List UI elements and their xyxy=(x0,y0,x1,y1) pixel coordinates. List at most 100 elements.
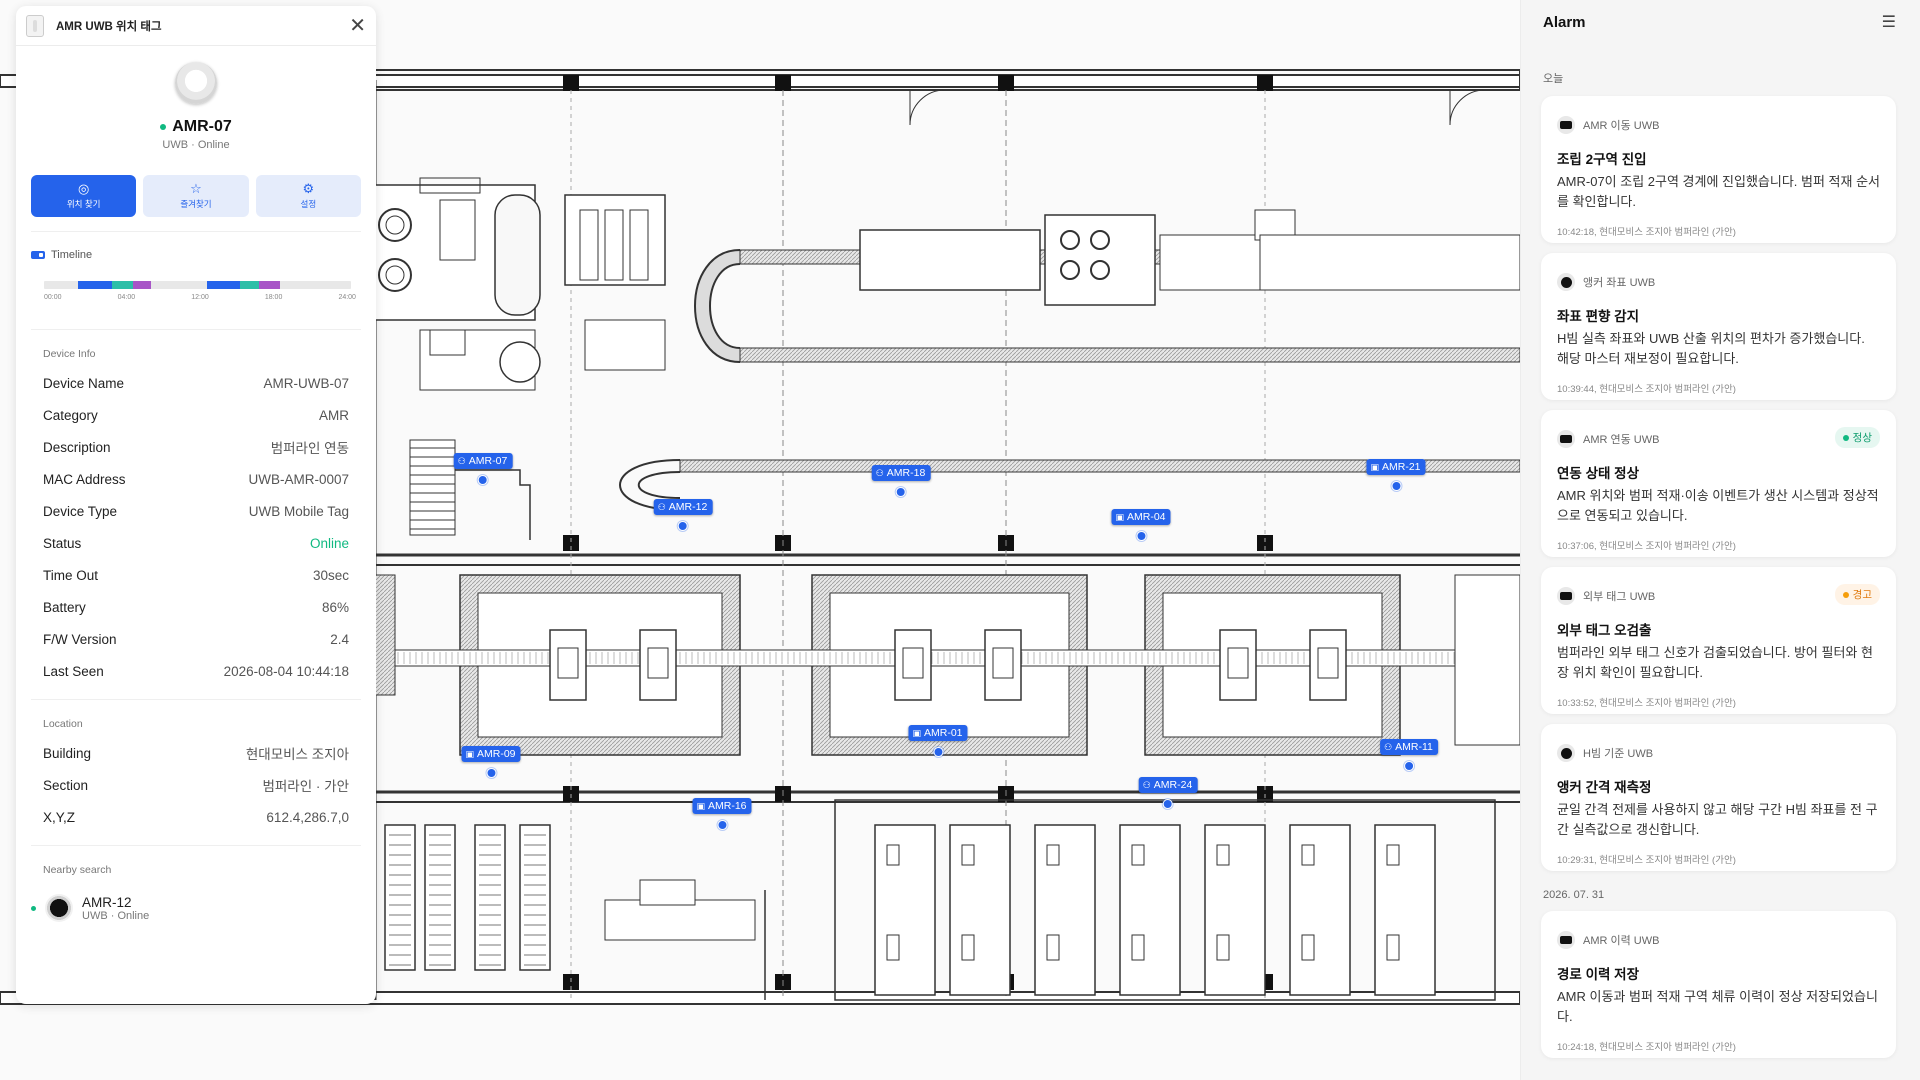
h-beam-column xyxy=(1257,75,1273,91)
tank xyxy=(494,194,541,316)
alarm-card[interactable]: AMR 연동 UWB 정상 연동 상태 정상 AMR 위치와 범퍼 적재·이송 … xyxy=(1541,410,1896,557)
list-menu-icon[interactable]: ☰ xyxy=(1881,14,1896,31)
status-badge: 경고 xyxy=(1834,584,1880,605)
fan-icon xyxy=(1060,230,1080,250)
info-value: AMR xyxy=(319,407,349,423)
alarm-card[interactable]: 앵커 좌표 UWB 좌표 편향 감지 H빔 실측 좌표와 UWB 산출 위치의 … xyxy=(1541,253,1896,400)
map-marker-dot xyxy=(717,820,727,830)
h-beam-column xyxy=(563,75,579,91)
booth-fixture xyxy=(1046,934,1060,961)
alarm-card[interactable]: AMR 이동 UWB 조립 2구역 진입 AMR-07이 조립 2구역 경계에 … xyxy=(1541,96,1896,243)
map-marker-label: ⚇ AMR-18 xyxy=(871,465,931,481)
rack xyxy=(519,824,551,971)
booth-fixture xyxy=(1216,934,1230,961)
timeline-segment xyxy=(133,281,152,289)
alarm-source-label: 앵커 좌표 UWB xyxy=(1583,277,1656,289)
map-marker-dot xyxy=(1391,481,1401,491)
booth-fixture xyxy=(1386,844,1400,866)
info-key: Category xyxy=(43,407,98,423)
map-marker[interactable]: ⚇ AMR-18 xyxy=(871,463,931,497)
map-marker-text: AMR-07 xyxy=(468,455,508,467)
alarm-title: Alarm xyxy=(1543,13,1586,31)
map-marker[interactable]: ▣ AMR-16 xyxy=(692,796,752,830)
timeline-ticks: 00:00 04:00 12:00 18:00 24:00 xyxy=(44,294,356,301)
fan-icon xyxy=(1060,260,1080,280)
map-marker-label: ▣ AMR-01 xyxy=(908,725,968,741)
booth xyxy=(1034,824,1096,996)
device-detail-panel: AMR UWB 위치 태그 ✕ AMR-07 UWB · Online ◎ 위치… xyxy=(16,6,376,1004)
map-marker[interactable]: ⚇ AMR-11 xyxy=(1380,737,1438,771)
target-icon: ◎ xyxy=(77,181,90,196)
alarm-card[interactable]: 외부 태그 UWB 경고 외부 태그 오검출 범퍼라인 외부 태그 신호가 검출… xyxy=(1541,567,1896,714)
side-room xyxy=(1454,574,1520,746)
locate-button[interactable]: ◎ 위치 찾기 xyxy=(31,175,137,217)
status-badge-label: 경고 xyxy=(1852,589,1872,601)
station xyxy=(1159,234,1261,291)
map-marker[interactable]: ▣ AMR-04 xyxy=(1111,507,1171,541)
timeline-tick: 12:00 xyxy=(191,294,209,301)
map-marker-text: AMR-11 xyxy=(1395,741,1433,753)
fan-icon xyxy=(1090,230,1110,250)
timeline-bar[interactable] xyxy=(44,281,351,289)
device-hero: AMR-07 UWB · Online xyxy=(16,46,376,151)
rack xyxy=(384,824,416,971)
map-marker-dot xyxy=(678,521,688,531)
pump-inner xyxy=(385,265,405,285)
favorite-button[interactable]: ☆ 즐겨찾기 xyxy=(143,175,249,217)
alarm-title-text: 경로 이력 저장 xyxy=(1557,967,1640,982)
side-hatch xyxy=(374,574,396,696)
alarm-title-text: 앵커 간격 재측정 xyxy=(1557,780,1652,795)
tag-icon: ▣ xyxy=(696,801,705,811)
robot-station xyxy=(984,629,1022,701)
nearby-item[interactable]: AMR-12 UWB · Online xyxy=(31,894,349,922)
location-title: Location xyxy=(43,718,83,730)
uwb-tag-icon xyxy=(1557,116,1575,134)
map-marker[interactable]: ⚇ AMR-24 xyxy=(1138,775,1198,809)
alarm-body: AMR-07이 조립 2구역 경계에 진입했습니다. 범퍼 적재 순서를 확인합… xyxy=(1557,174,1880,209)
favorite-button-label: 즐겨찾기 xyxy=(180,199,212,209)
map-marker-dot xyxy=(896,487,906,497)
person-icon: ⚇ xyxy=(875,468,884,478)
info-value: 현대모비스 조지아 xyxy=(245,747,349,762)
info-value: 30sec xyxy=(312,567,349,583)
map-marker[interactable]: ⚇ AMR-12 xyxy=(653,497,713,531)
robot-station-inner xyxy=(647,647,669,679)
info-value: 범퍼라인 · 가안 xyxy=(262,779,349,794)
device-info-title: Device Info xyxy=(43,348,96,360)
robot-station xyxy=(639,629,677,701)
info-key: Battery xyxy=(43,599,86,615)
status-dot xyxy=(1842,434,1849,441)
timeline-segment xyxy=(240,281,259,289)
booth xyxy=(949,824,1011,996)
alarm-title-text: 좌표 편향 감지 xyxy=(1557,309,1640,324)
map-marker[interactable]: ▣ AMR-01 xyxy=(908,723,968,757)
booth xyxy=(874,824,936,996)
box-inner xyxy=(429,329,466,356)
conveyor-curve-inner xyxy=(709,263,741,349)
map-marker[interactable]: ▣ AMR-21 xyxy=(1366,457,1426,491)
map-marker-label: ⚇ AMR-12 xyxy=(653,499,713,515)
booth-fixture xyxy=(1131,934,1145,961)
alarm-body: AMR 위치와 범퍼 적재·이송 이벤트가 생산 시스템과 정상적으로 연동되고… xyxy=(1557,488,1879,523)
robot-station xyxy=(1219,629,1257,701)
map-marker[interactable]: ⚇ AMR-07 xyxy=(453,451,513,485)
anchor-icon xyxy=(1557,273,1575,291)
alarm-card[interactable]: AMR 이력 UWB 경로 이력 저장 AMR 이동과 범퍼 적재 구역 체류 … xyxy=(1541,911,1896,1058)
info-key: F/W Version xyxy=(43,631,117,647)
map-marker[interactable]: ▣ AMR-09 xyxy=(461,744,521,778)
map-marker-text: AMR-12 xyxy=(668,501,708,513)
close-icon[interactable]: ✕ xyxy=(349,14,366,37)
alarm-card[interactable]: H빔 기준 UWB 앵커 간격 재측정 균일 간격 전제를 사용하지 않고 해당… xyxy=(1541,724,1896,871)
map-marker-text: AMR-16 xyxy=(708,800,747,812)
map-marker-label: ▣ AMR-04 xyxy=(1111,509,1171,525)
uwb-tag-icon xyxy=(45,894,73,922)
settings-button[interactable]: ⚙ 설정 xyxy=(255,175,361,217)
alarm-list: 오늘 AMR 이동 UWB 조립 2구역 진입 AMR-07이 조립 2구역 경… xyxy=(1521,44,1920,1058)
map-marker-label: ▣ AMR-16 xyxy=(692,798,752,814)
status-badge: 정상 xyxy=(1834,427,1880,448)
map-marker-text: AMR-04 xyxy=(1127,511,1166,523)
